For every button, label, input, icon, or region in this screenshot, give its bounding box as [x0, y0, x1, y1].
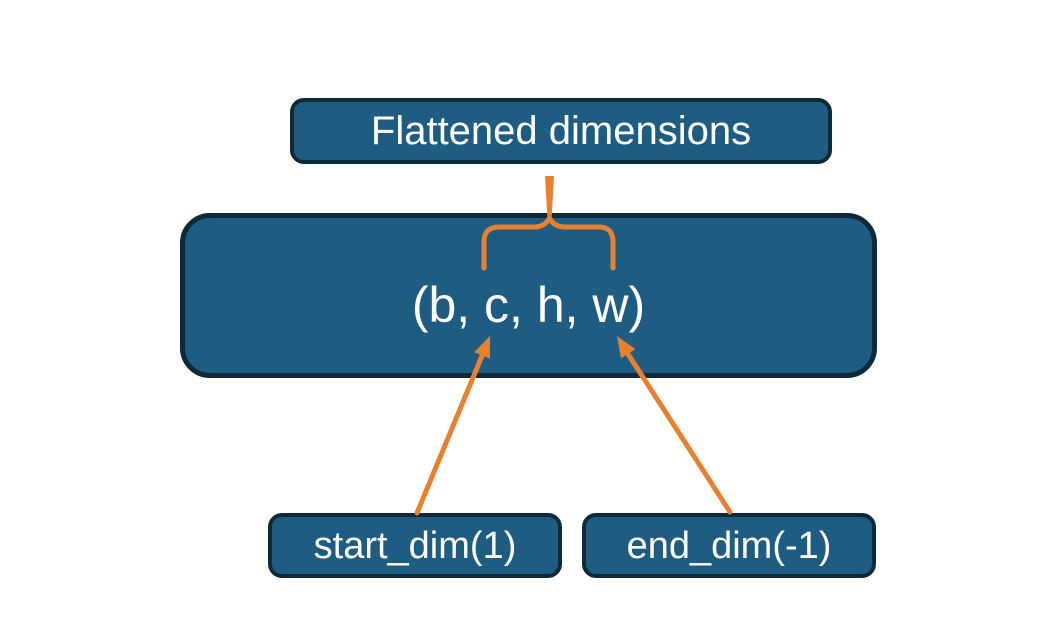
tensor-shape-box: (b, c, h, w): [180, 213, 877, 378]
end-dim-box: end_dim(-1): [582, 513, 876, 578]
start-dim-arrow-line: [414, 353, 485, 516]
start-dim-box: start_dim(1): [268, 513, 562, 578]
flattened-dimensions-label: Flattened dimensions: [370, 109, 752, 153]
tensor-shape-label: (b, c, h, w): [411, 276, 646, 333]
flattened-dimensions-box: Flattened dimensions: [290, 98, 832, 164]
end-dim-label: end_dim(-1): [626, 524, 832, 567]
start-dim-label: start_dim(1): [313, 524, 517, 567]
